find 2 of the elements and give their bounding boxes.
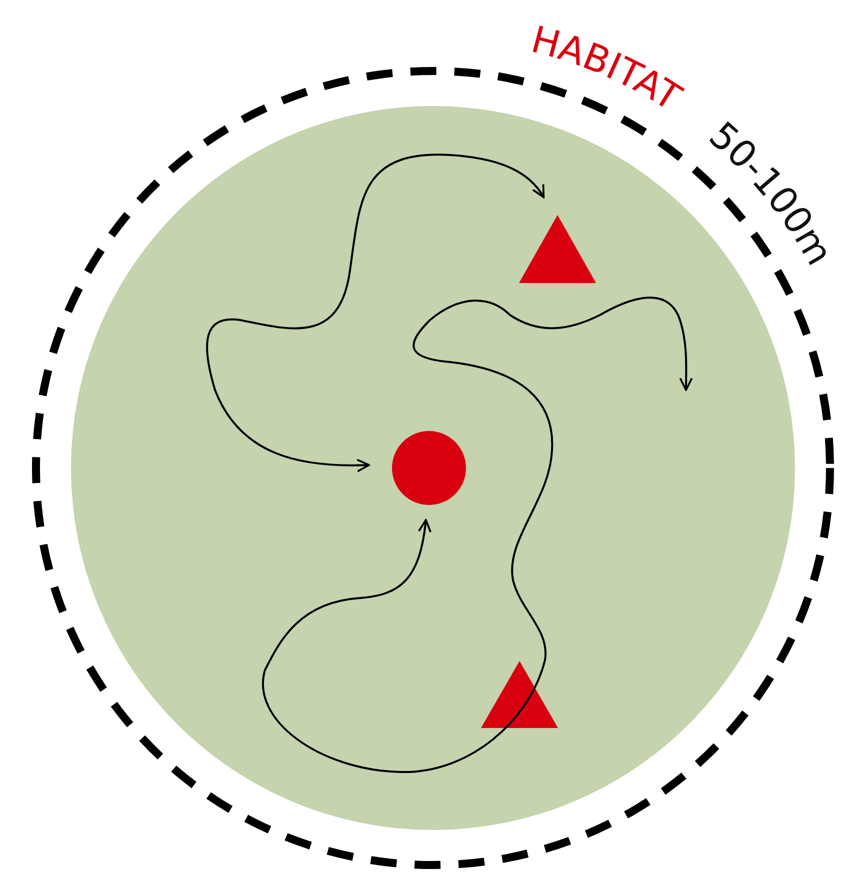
movement-path-arrow <box>262 297 693 773</box>
movement-path-arrow <box>206 154 545 472</box>
